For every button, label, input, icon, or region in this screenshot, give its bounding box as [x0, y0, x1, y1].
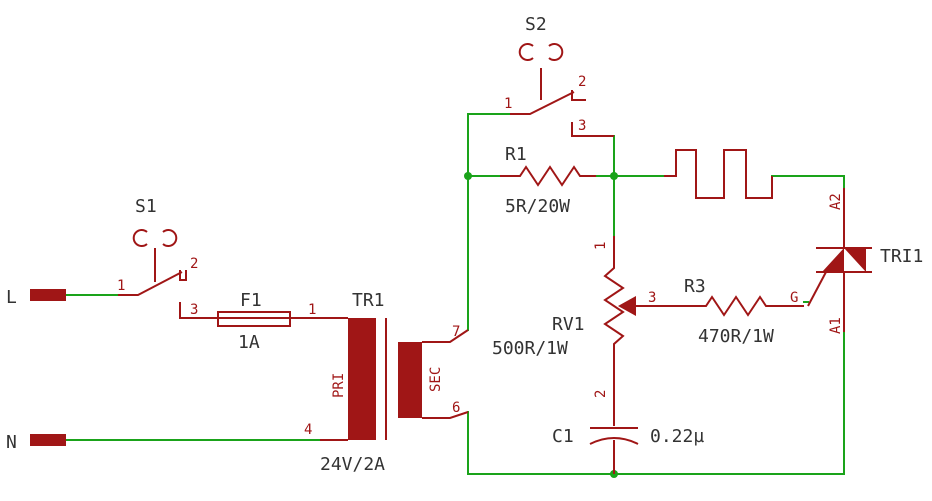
f1-value: 1A: [238, 332, 260, 353]
switch-s1: S1 1 2 3: [117, 196, 214, 319]
tri1-a2-pin: A2: [828, 193, 844, 210]
potentiometer-rv1: 1 2 3 RV1 500R/1W: [492, 236, 680, 398]
heater-load: [664, 149, 773, 199]
resistor-r3: R3 470R/1W G: [680, 276, 804, 347]
wire-top-left-rail: [467, 113, 511, 331]
rv1-value: 500R/1W: [492, 338, 568, 359]
tr1-secondary-core: [398, 342, 422, 418]
switch-s2: S2 1 2 3: [504, 14, 614, 137]
rv1-ref: RV1: [552, 314, 585, 335]
terminal-l: L: [6, 287, 66, 308]
c1-value: 0.22µ: [650, 426, 704, 447]
c1-ref: C1: [552, 426, 574, 447]
s2-pin-2: 2: [578, 74, 586, 90]
s2-pin-3: 3: [578, 118, 586, 134]
s2-pin-1: 1: [504, 96, 512, 112]
tr1-ref: TR1: [352, 290, 385, 311]
tr1-primary-label: PRI: [331, 373, 347, 398]
fuse-f1: F1 1A 1: [214, 290, 348, 353]
s1-pin-3: 3: [190, 302, 198, 318]
resistor-r1: R1 5R/20W: [500, 144, 596, 217]
tr1-primary-core: [348, 318, 376, 440]
r3-gate-pin: G: [790, 290, 798, 306]
rv1-wiper-arrow: [618, 296, 636, 316]
junction-1: [464, 172, 472, 180]
r3-value: 470R/1W: [698, 326, 774, 347]
wires: [65, 113, 845, 478]
s1-ref: S1: [135, 196, 157, 217]
rv1-pin-3: 3: [648, 290, 656, 306]
s1-pin-1: 1: [117, 278, 125, 294]
r1-ref: R1: [505, 144, 527, 165]
r3-ref: R3: [684, 276, 706, 297]
rv1-pin-2: 2: [593, 390, 609, 398]
triac-lower-triangle: [844, 248, 866, 272]
tr1-value: 24V/2A: [320, 454, 385, 475]
tr1-pin-6: 6: [452, 400, 460, 416]
f1-pin-1: 1: [308, 302, 316, 318]
capacitor-c1: C1 0.22µ: [552, 392, 704, 474]
tr1-secondary-label: SEC: [428, 367, 444, 392]
terminal-l-label: L: [6, 287, 17, 308]
s2-ref: S2: [525, 14, 547, 35]
triac-upper-triangle: [822, 248, 844, 272]
junction-2: [610, 172, 618, 180]
terminal-n-block: [30, 434, 66, 446]
f1-ref: F1: [240, 290, 262, 311]
transformer-tr1: TR1 24V/2A PRI SEC 1 4 7 6: [304, 290, 469, 475]
tri1-ref: TRI1: [880, 246, 923, 267]
terminal-n-label: N: [6, 432, 17, 453]
wire-heater-a2: [771, 175, 845, 189]
s1-pin-2: 2: [190, 256, 198, 272]
tr1-pin-7: 7: [452, 324, 460, 340]
rv1-pin-1: 1: [593, 242, 609, 250]
terminal-n: N: [6, 432, 66, 453]
triac-tri1: TRI1 A2 A1: [807, 188, 923, 334]
terminal-l-block: [30, 289, 66, 301]
tr1-pin-4: 4: [304, 422, 312, 438]
tri1-a1-pin: A1: [828, 317, 844, 334]
r1-value: 5R/20W: [505, 196, 570, 217]
wire-a1-return: [467, 331, 845, 475]
